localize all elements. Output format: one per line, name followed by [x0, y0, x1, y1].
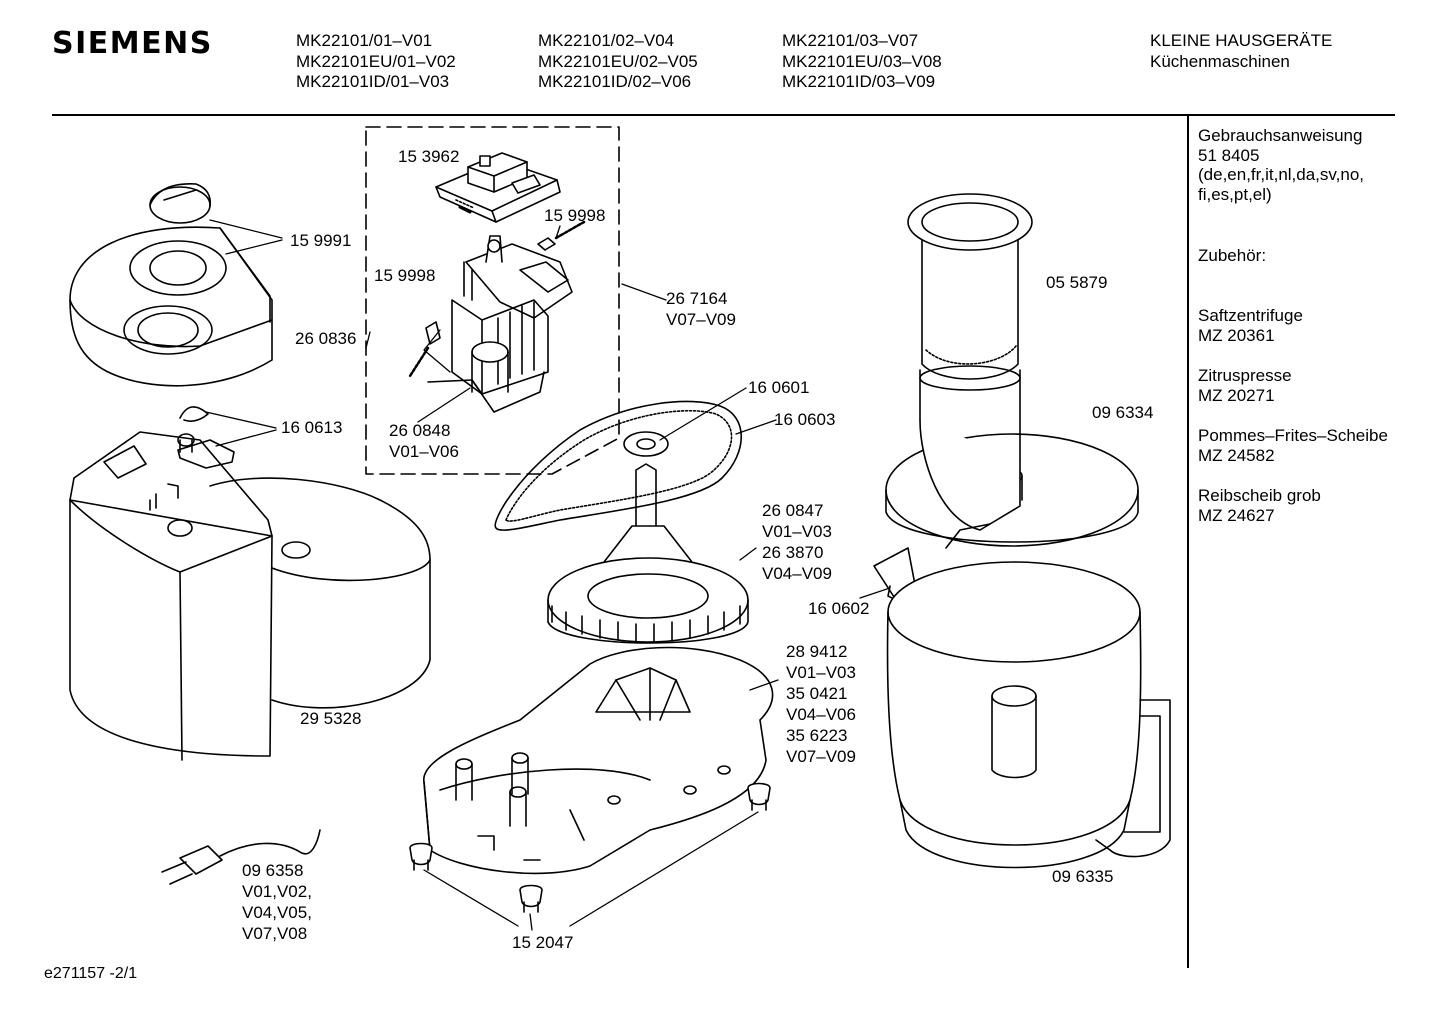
part-label: 28 9412	[786, 642, 847, 661]
model-number: MK22101ID/03–V09	[782, 72, 936, 91]
accessory-code: MZ 20361	[1198, 325, 1275, 345]
accessory-code: MZ 24582	[1198, 445, 1275, 465]
manual-languages: (de,en,fr,it,nl,da,sv,no,	[1198, 165, 1364, 184]
part-label: 26 0848	[389, 421, 450, 440]
rubber-feet-illustration	[409, 782, 771, 913]
accessory-name: Reibscheib grob	[1198, 486, 1321, 505]
motor-assembly-frame	[365, 126, 620, 475]
part-label: 26 7164	[666, 289, 727, 308]
accessory-item: Pommes–Frites–Scheibe MZ 24582	[1198, 426, 1388, 465]
part-label: 09 6335	[1052, 867, 1113, 886]
carbon-brush-illustration	[408, 220, 586, 378]
part-label: 26 3870	[762, 543, 823, 562]
drawing-reference: e271157 -2/1	[44, 965, 138, 982]
small-pulley-illustration	[623, 431, 669, 529]
pusher-illustration	[907, 193, 1033, 380]
accessory-code: MZ 24627	[1198, 505, 1275, 525]
sidebar-divider	[1187, 116, 1189, 968]
bowl-illustration	[886, 561, 1171, 869]
part-label: V04,V05,	[242, 903, 312, 922]
part-label: 05 5879	[1046, 273, 1107, 292]
part-label: V07–V09	[666, 310, 736, 329]
housing-illustration	[69, 431, 431, 761]
header-divider	[52, 114, 1395, 116]
part-label: 35 6223	[786, 726, 847, 745]
model-number: MK22101/02–V04	[538, 31, 675, 50]
manual-info: Gebrauchsanweisung 51 8405 (de,en,fr,it,…	[1198, 126, 1364, 204]
part-label: V04–V09	[762, 564, 832, 583]
model-number: MK22101ID/02–V06	[538, 72, 692, 91]
base-illustration	[423, 646, 774, 875]
model-number: MK22101/03–V07	[782, 31, 919, 50]
model-number: MK22101ID/01–V03	[296, 72, 450, 91]
model-number: MK22101EU/03–V08	[782, 51, 942, 71]
lid-illustration	[69, 226, 273, 387]
model-column-3: MK22101/03–V07 MK22101EU/03–V08 MK22101I…	[782, 31, 942, 93]
large-pulley-illustration	[547, 525, 749, 644]
page-header: SIEMENS MK22101/01–V01 MK22101EU/01–V02 …	[0, 0, 1442, 118]
part-label: 26 0836	[295, 329, 356, 348]
part-label: V01–V03	[786, 663, 856, 682]
drive-belt-illustration	[494, 400, 742, 531]
part-label: 16 0613	[281, 418, 342, 437]
accessory-name: Pommes–Frites–Scheibe	[1198, 426, 1388, 445]
accessory-item: Reibscheib grob MZ 24627	[1198, 486, 1321, 525]
bowl-lid-illustration	[885, 365, 1139, 549]
category-sub: Küchenmaschinen	[1150, 51, 1290, 71]
part-label: 09 6358	[242, 861, 303, 880]
model-number: MK22101/01–V01	[296, 31, 433, 50]
part-label: 16 0602	[808, 599, 869, 618]
model-column-1: MK22101/01–V01 MK22101EU/01–V02 MK22101I…	[296, 31, 456, 93]
accessory-name: Saftzentrifuge	[1198, 306, 1303, 325]
manual-title: Gebrauchsanweisung	[1198, 126, 1363, 145]
model-column-2: MK22101/02–V04 MK22101EU/02–V05 MK22101I…	[538, 31, 698, 93]
part-label: V01–V03	[762, 522, 832, 541]
manual-languages: fi,es,pt,el)	[1198, 184, 1272, 204]
part-labels: 15 3962 15 9998 15 9998 26 7164 V07–V09 …	[242, 147, 1153, 952]
spring-clip-illustration	[177, 406, 235, 469]
part-label: 09 6334	[1092, 403, 1153, 422]
product-category: KLEINE HAUSGERÄTE Küchenmaschinen	[1150, 31, 1332, 72]
leader-lines	[205, 219, 891, 931]
motor-illustration	[427, 235, 573, 413]
manual-number: 51 8405	[1198, 145, 1260, 165]
part-label: V01,V02,	[242, 882, 312, 901]
part-label: 15 9998	[544, 206, 605, 225]
part-label: V07–V09	[786, 747, 856, 766]
accessory-item: Zitruspresse MZ 20271	[1198, 366, 1292, 405]
part-label: 15 2047	[512, 933, 573, 952]
category-main: KLEINE HAUSGERÄTE	[1150, 31, 1333, 50]
power-cord-illustration	[161, 829, 321, 885]
part-label: 16 0601	[748, 378, 809, 397]
accessory-name: Zitruspresse	[1198, 366, 1292, 385]
part-label: 16 0603	[774, 410, 835, 429]
part-label: 15 3962	[398, 147, 459, 166]
accessory-item: Saftzentrifuge MZ 20361	[1198, 306, 1303, 345]
knob-illustration	[149, 183, 212, 224]
part-label: 15 9998	[374, 266, 435, 285]
brand-logo: SIEMENS	[52, 26, 213, 61]
part-label: V04–V06	[786, 705, 856, 724]
control-board-illustration	[435, 152, 561, 223]
part-label: 15 9991	[290, 231, 351, 250]
part-label: V07,V08	[242, 924, 307, 943]
accessory-code: MZ 20271	[1198, 385, 1275, 405]
part-label: 29 5328	[300, 709, 361, 728]
model-number: MK22101EU/01–V02	[296, 51, 456, 71]
part-label: 35 0421	[786, 684, 847, 703]
accessories-heading: Zubehör:	[1198, 246, 1267, 265]
part-label: V01–V06	[389, 442, 459, 461]
part-label: 26 0847	[762, 501, 823, 520]
model-number: MK22101EU/02–V05	[538, 51, 698, 71]
